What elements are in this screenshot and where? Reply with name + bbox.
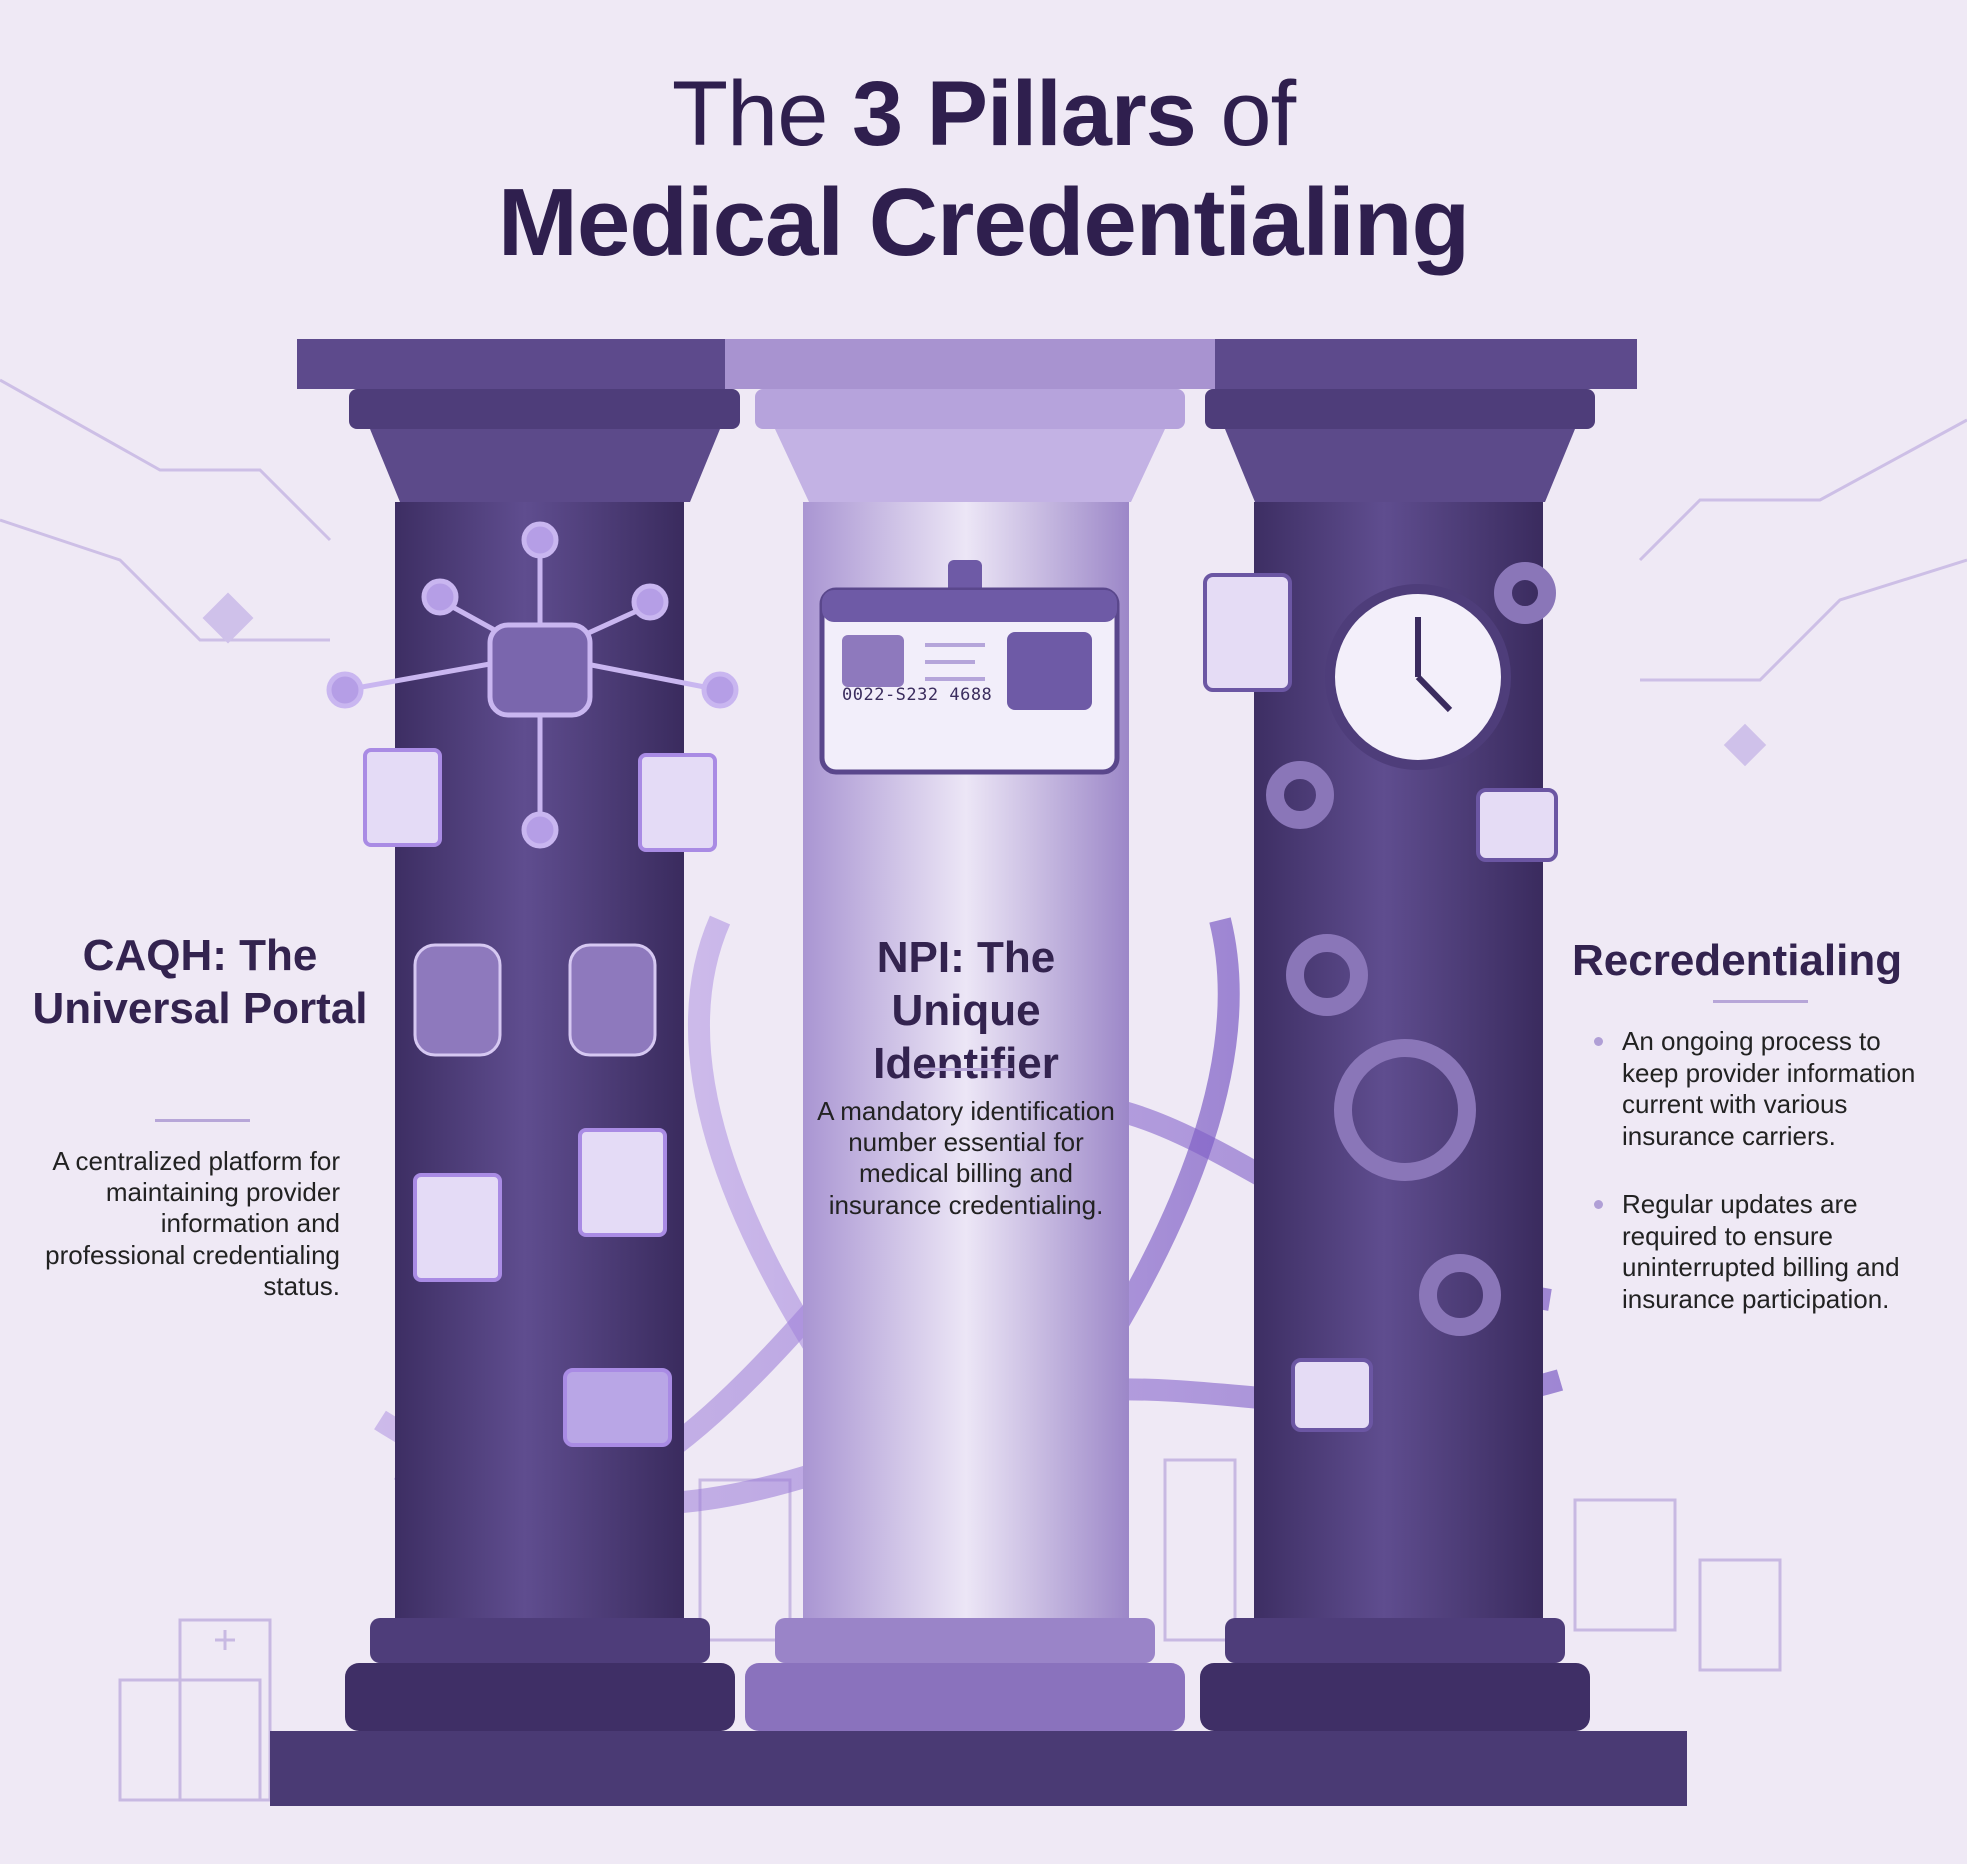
recredentialing-divider: [1713, 1000, 1808, 1003]
gear-icons: [1266, 562, 1556, 1336]
circuit-lines: [0, 378, 1967, 682]
id-card-icon: [819, 560, 1120, 775]
recredentialing-heading: Recredentialing: [1572, 936, 1903, 985]
title-line-1: The 3 Pillars of: [0, 62, 1967, 167]
title-bold: 3 Pillars: [851, 63, 1197, 165]
title-suffix: of: [1195, 63, 1296, 165]
calendar-icons: [1291, 788, 1558, 1432]
title-prefix: The: [671, 63, 852, 165]
caqh-heading: CAQH: The Universal Portal: [32, 931, 368, 1033]
bullet-item: Regular updates are required to ensure u…: [1590, 1189, 1930, 1316]
npi-divider: [918, 1068, 1013, 1071]
database-network-icon: [326, 521, 739, 849]
checklist-icon: [1203, 573, 1292, 692]
caqh-divider: [155, 1119, 250, 1122]
recredentialing-bullets: An ongoing process to keep provider info…: [1590, 1026, 1930, 1352]
npi-heading: NPI: The Unique Identifier: [873, 933, 1059, 1088]
plinth: [270, 1731, 1687, 1806]
diamond-decor: [202, 592, 1767, 767]
document-icons: [363, 748, 717, 1447]
id-card-number: 0022-S232 4688: [842, 685, 993, 705]
bullet-item: An ongoing process to keep provider info…: [1590, 1026, 1930, 1153]
title-line-2: Medical Credentialing: [497, 169, 1470, 276]
caqh-description: A centralized platform for maintaining p…: [45, 1146, 340, 1301]
database-icons: [413, 943, 657, 1057]
clock-icon: [1325, 584, 1511, 770]
hospital-skyline: [118, 1458, 1782, 1802]
npi-description: A mandatory identification number essent…: [817, 1096, 1115, 1220]
